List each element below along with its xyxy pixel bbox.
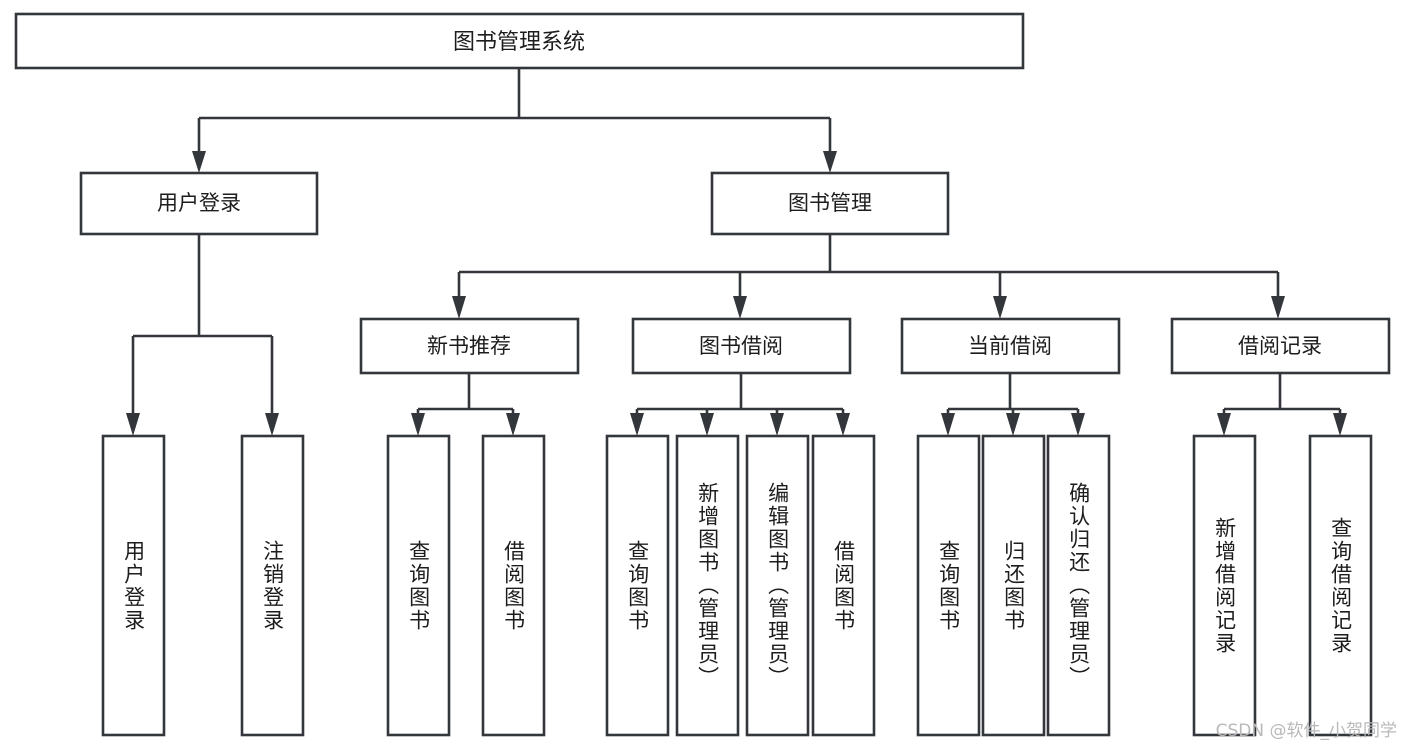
arrow-to-user-login: [192, 151, 206, 173]
edges-borrow-record-to-leaves: [1217, 373, 1347, 436]
arrow-to-book-manage: [823, 151, 837, 173]
node-current-borrow[interactable]: 当前借阅: [900, 317, 1121, 375]
node-borrow-record[interactable]: 借阅记录: [1170, 317, 1391, 375]
leaf-borrow-book-2-label: 借阅图书: [831, 539, 856, 632]
leaf-user-login-label: 用户登录: [121, 539, 146, 632]
leaf-return-book-label: 归还图书: [1001, 539, 1026, 632]
leaf-borrow-book-2-box[interactable]: [811, 434, 876, 737]
user-login-label: 用户登录: [157, 191, 241, 215]
edges-current-borrow-to-leaves: [941, 373, 1085, 436]
arrow-to-leaf-query-record: [1333, 413, 1347, 436]
arrow-to-leaf-borrow-book-2: [836, 413, 850, 436]
book-borrow-box: [631, 317, 852, 375]
arrow-to-leaf-add-book: [700, 413, 714, 436]
leaf-query-book-1-label: 查询图书: [406, 539, 431, 632]
leaf-logout-login-box[interactable]: [240, 434, 305, 737]
arrow-to-leaf-query-book-1: [411, 413, 425, 436]
arrow-to-leaf-query-book-3: [941, 413, 955, 436]
new-book-rec-box: [359, 317, 580, 375]
arrow-to-book-borrow: [733, 296, 747, 319]
arrow-to-leaf-user-login: [126, 413, 140, 436]
leaf-add-book-label: 新增图书（管理员）: [695, 482, 720, 689]
edges-user-login-to-leaves: [126, 234, 279, 436]
node-new-book-rec[interactable]: 新书推荐: [359, 317, 580, 375]
leaf-user-login-box[interactable]: [101, 434, 166, 737]
arrow-to-leaf-edit-book: [770, 413, 784, 436]
root-label: 图书管理系统: [453, 30, 585, 55]
edges-root-to-level2: [192, 68, 837, 173]
leaf-query-book-3-label: 查询图书: [936, 539, 961, 632]
node-user-login[interactable]: 用户登录: [79, 171, 319, 236]
node-book-borrow[interactable]: 图书借阅: [631, 317, 852, 375]
edges-book-borrow-to-leaves: [630, 373, 850, 436]
arrow-to-current-borrow: [993, 296, 1007, 319]
root-box: [14, 12, 1025, 70]
leaf-query-book-2-box[interactable]: [605, 434, 670, 737]
leaf-add-record-label: 新增借阅记录: [1212, 516, 1237, 655]
leaf-borrow-book-1-box[interactable]: [481, 434, 546, 737]
leaf-query-record-label: 查询借阅记录: [1328, 516, 1353, 655]
node-book-manage[interactable]: 图书管理: [710, 171, 950, 236]
edges-new-book-rec-to-leaves: [411, 373, 520, 436]
leaf-edit-book-label: 编辑图书（管理员）: [765, 482, 790, 689]
arrow-to-borrow-record: [1271, 296, 1285, 319]
arrow-to-new-book-rec: [452, 296, 466, 319]
book-borrow-label: 图书借阅: [699, 334, 783, 358]
leaf-query-book-3-box[interactable]: [916, 434, 981, 737]
leaf-confirm-return-box[interactable]: [1046, 434, 1111, 737]
borrow-record-label: 借阅记录: [1238, 334, 1322, 358]
node-root[interactable]: 图书管理系统: [14, 12, 1025, 70]
leaf-return-book-box[interactable]: [981, 434, 1046, 737]
leaf-edit-book-box[interactable]: [745, 434, 810, 737]
csdn-watermark: CSDN @软件_小贺同学: [1215, 721, 1397, 741]
arrow-to-leaf-query-book-2: [630, 413, 644, 436]
current-borrow-label: 当前借阅: [968, 334, 1052, 358]
leaf-add-book-box[interactable]: [675, 434, 740, 737]
new-book-rec-label: 新书推荐: [427, 334, 511, 358]
leaf-query-book-1-box[interactable]: [386, 434, 451, 737]
leaf-add-record-box[interactable]: [1192, 434, 1257, 737]
leaf-logout-login-label: 注销登录: [260, 539, 285, 632]
arrow-to-leaf-return-book: [1006, 413, 1020, 436]
leaf-confirm-return-label: 确认归还（管理员）: [1066, 482, 1091, 689]
current-borrow-box: [900, 317, 1121, 375]
leaf-query-record-box[interactable]: [1308, 434, 1373, 737]
arrow-to-leaf-add-record: [1217, 413, 1231, 436]
arrow-to-leaf-confirm-return: [1071, 413, 1085, 436]
leaf-query-book-2-label: 查询图书: [625, 539, 650, 632]
arrow-to-leaf-logout-login: [265, 413, 279, 436]
edges-book-manage-to-level3: [452, 234, 1285, 319]
arrow-to-leaf-borrow-book-1: [506, 413, 520, 436]
leaf-borrow-book-1-label: 借阅图书: [501, 539, 526, 632]
book-manage-label: 图书管理: [788, 191, 872, 215]
